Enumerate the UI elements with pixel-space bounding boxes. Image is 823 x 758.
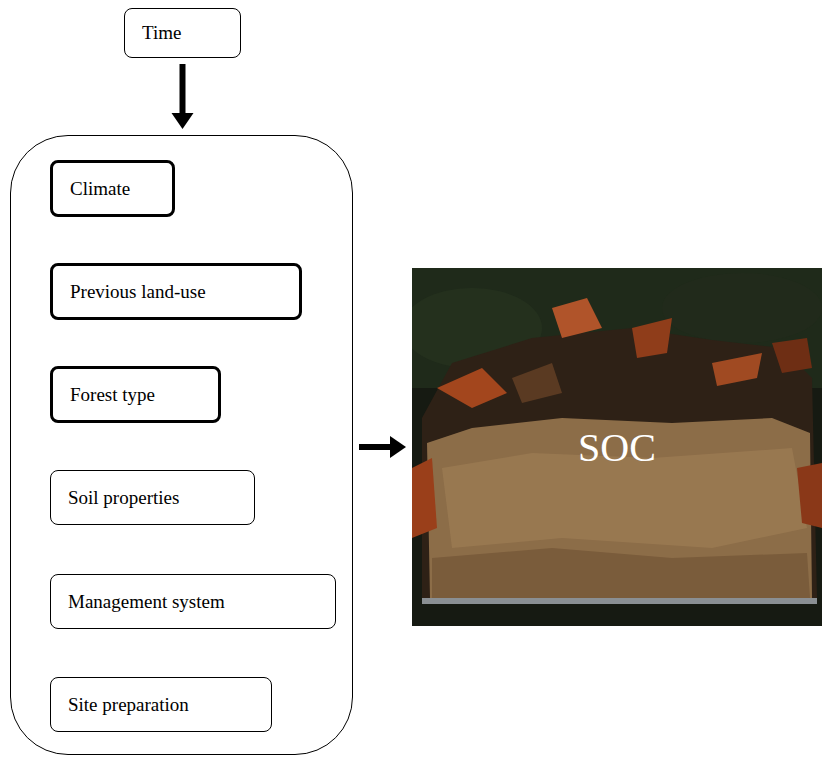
factor-group: ClimatePrevious land-useForest typeSoil … bbox=[10, 135, 353, 755]
arrow-head bbox=[390, 436, 406, 458]
box-label: Site preparation bbox=[68, 694, 189, 716]
factor-box: Previous land-use bbox=[50, 263, 302, 320]
time-box: Time bbox=[124, 8, 241, 58]
factor-box: Forest type bbox=[50, 366, 221, 423]
arrow-connector bbox=[359, 444, 392, 450]
factor-box: Site preparation bbox=[50, 677, 272, 732]
box-label: Time bbox=[142, 22, 181, 44]
box-label: Forest type bbox=[70, 384, 155, 406]
box-label: Soil properties bbox=[68, 487, 179, 509]
factor-box: Soil properties bbox=[50, 470, 255, 525]
factor-box: Climate bbox=[50, 160, 175, 217]
factor-box: Management system bbox=[50, 574, 336, 629]
box-label: Previous land-use bbox=[70, 281, 206, 303]
arrow-connector bbox=[180, 64, 186, 115]
soil-photo-node: SOC bbox=[412, 268, 822, 626]
arrow-head bbox=[172, 113, 194, 129]
photo-label: SOC bbox=[578, 424, 656, 471]
box-label: Management system bbox=[68, 591, 225, 613]
box-label: Climate bbox=[70, 178, 130, 200]
